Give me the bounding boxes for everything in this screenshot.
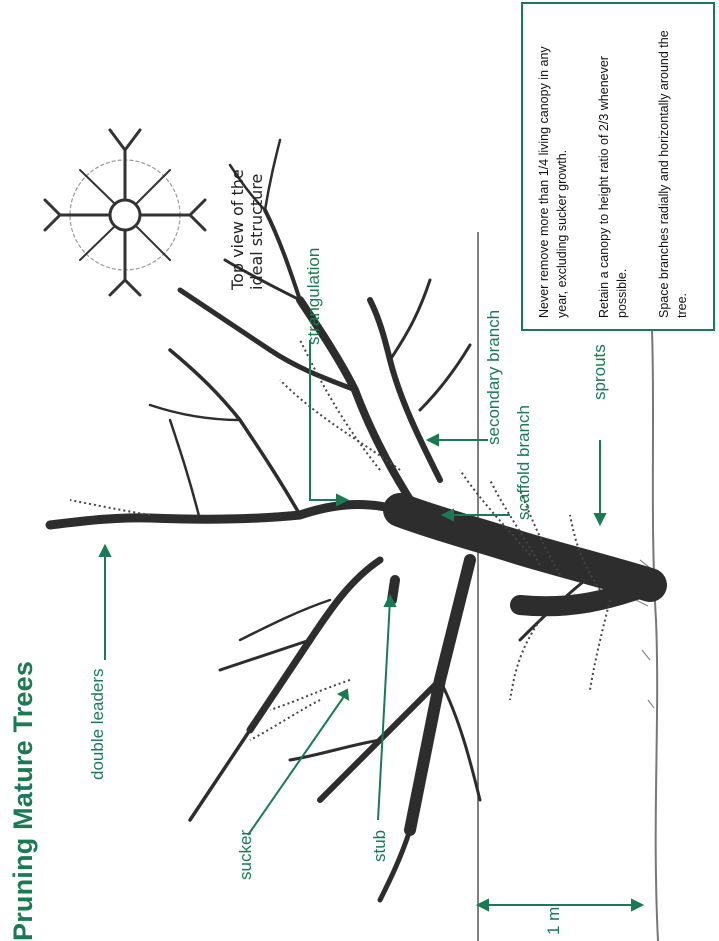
page-title: Pruning Mature Trees xyxy=(8,661,39,941)
top-view-label: Top view of the ideal structure xyxy=(228,130,266,290)
label-secondary-branch: secondary branch xyxy=(484,310,504,445)
label-scaffold-branch: scaffold branch xyxy=(514,405,534,520)
label-scale: 1 m xyxy=(544,907,564,935)
ground-line xyxy=(636,330,658,941)
label-sucker: sucker xyxy=(236,830,256,880)
label-sprouts: sprouts xyxy=(590,344,610,400)
note-canopy-removal: Never remove more than 1/4 living canopy… xyxy=(535,18,571,318)
top-view-structure xyxy=(45,130,205,295)
label-double-leaders: double leaders xyxy=(88,668,108,780)
label-strangulation: strangulation xyxy=(304,248,324,345)
note-branch-spacing: Space branches radially and horizontally… xyxy=(655,18,691,318)
note-canopy-ratio: Retain a canopy to height ratio of 2/3 w… xyxy=(595,18,631,318)
label-stub: stub xyxy=(370,830,390,862)
